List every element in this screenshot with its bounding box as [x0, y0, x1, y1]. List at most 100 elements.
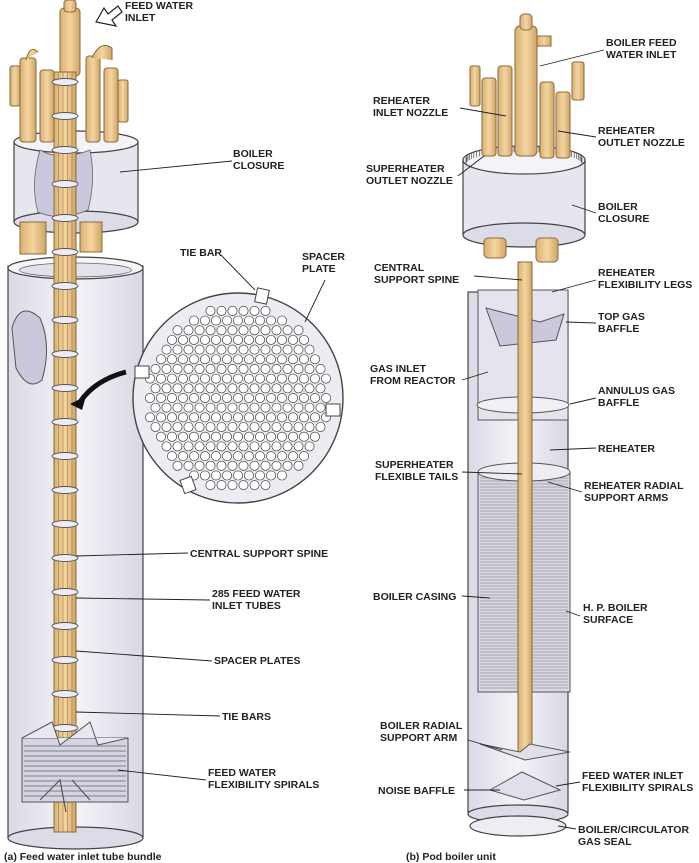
label-line: SUPPORT ARMS: [584, 492, 668, 504]
label-line: NOISE BAFFLE: [378, 785, 455, 797]
detail-arrow-head: [70, 396, 86, 410]
flexibility-spirals: [21, 721, 129, 813]
label-line: TOP GAS: [598, 311, 645, 323]
feed-water-header: [9, 0, 129, 143]
inspection-port: [11, 310, 48, 385]
spacer-plate-detail: [132, 287, 344, 504]
label-line: INLET: [125, 12, 156, 24]
label-line: FEED WATER: [125, 0, 193, 12]
label-line: FEED WATER INLET: [582, 770, 684, 782]
spacer-plate-rings: [51, 78, 79, 800]
tube-lines: [58, 72, 73, 832]
caption-left: (a) Feed water inlet tube bundle: [4, 851, 162, 863]
label-line: CENTRAL: [374, 262, 425, 274]
label-line: REHEATER: [598, 443, 655, 455]
pod-central-spine: [517, 261, 533, 755]
label-line: BOILER RADIAL: [380, 720, 463, 732]
label-line: FROM REACTOR: [370, 375, 456, 387]
label-line: 285 FEED WATER: [212, 588, 301, 600]
central-tube-bundle: [53, 71, 77, 833]
label-line: SUPERHEATER: [375, 459, 454, 471]
label-line: PLATE: [302, 263, 336, 275]
label-tie-bars: TIE BARS: [222, 711, 271, 723]
label-boiler-casing: BOILER CASING: [373, 591, 456, 603]
label-line: FLEXIBILITY SPIRALS: [582, 782, 693, 794]
label-line: REHEATER: [598, 267, 655, 279]
label-line: BOILER/CIRCULATOR: [578, 824, 689, 836]
label-line: CLOSURE: [233, 160, 284, 172]
label-line: GAS SEAL: [578, 836, 632, 848]
lower-tube-stub: [79, 221, 103, 253]
label-line: TIE BARS: [222, 711, 271, 723]
label-spacer-plates: SPACER PLATES: [214, 655, 301, 667]
label-line: BOILER CASING: [373, 591, 456, 603]
pod-closure-bottom: [462, 222, 586, 248]
label-line: SURFACE: [583, 614, 633, 626]
label-line: FEED WATER: [208, 767, 276, 779]
pod-boiler-figure: [462, 13, 586, 837]
label-line: FLEXIBILITY SPIRALS: [208, 779, 319, 791]
label-line: ANNULUS GAS: [598, 385, 675, 397]
label-line: SUPPORT SPINE: [374, 274, 459, 286]
nozzle-cluster: [469, 13, 585, 263]
label-line: WATER INLET: [606, 49, 677, 61]
label-noise-baffle: NOISE BAFFLE: [378, 785, 455, 797]
label-line: GAS INLET: [370, 363, 427, 375]
label-line: BAFFLE: [598, 397, 639, 409]
label-line: CLOSURE: [598, 213, 649, 225]
label-line: SUPPORT ARM: [380, 732, 457, 744]
label-line: BAFFLE: [598, 323, 639, 335]
label-line: SPACER: [302, 251, 345, 263]
label-line: OUTLET NOZZLE: [366, 175, 453, 187]
label-line: BOILER: [233, 148, 273, 160]
label-line: REHEATER: [598, 125, 655, 137]
label-line: FLEXIBLE TAILS: [375, 471, 458, 483]
caption-right: (b) Pod boiler unit: [406, 851, 496, 863]
label-line: REHEATER: [373, 95, 430, 107]
label-line: H. P. BOILER: [583, 602, 648, 614]
tube-bundle-figure: [7, 0, 344, 850]
label-line: TIE BAR: [180, 247, 222, 259]
label-line: CENTRAL SUPPORT SPINE: [190, 548, 328, 560]
label-line: SPACER PLATES: [214, 655, 301, 667]
boiler-radial-arms: [479, 743, 571, 801]
label-reheater: REHEATER: [598, 443, 655, 455]
label-line: INLET NOZZLE: [373, 107, 448, 119]
lower-tube-stub: [19, 221, 47, 255]
label-line: BOILER: [598, 201, 638, 213]
label-tie-bar: TIE BAR: [180, 247, 222, 259]
label-line: SUPERHEATER: [366, 163, 445, 175]
leader-lines: [75, 49, 605, 830]
label-line: INLET TUBES: [212, 600, 281, 612]
feed-water-inlet-arrow: [95, 5, 123, 27]
label-line: FLEXIBILITY LEGS: [598, 279, 692, 291]
label-line: BOILER FEED: [606, 37, 677, 49]
label-line: OUTLET NOZZLE: [598, 137, 685, 149]
gas-seal-ring: [469, 815, 567, 837]
label-central-support-spine: CENTRAL SUPPORT SPINE: [190, 548, 328, 560]
label-line: REHEATER RADIAL: [584, 480, 684, 492]
